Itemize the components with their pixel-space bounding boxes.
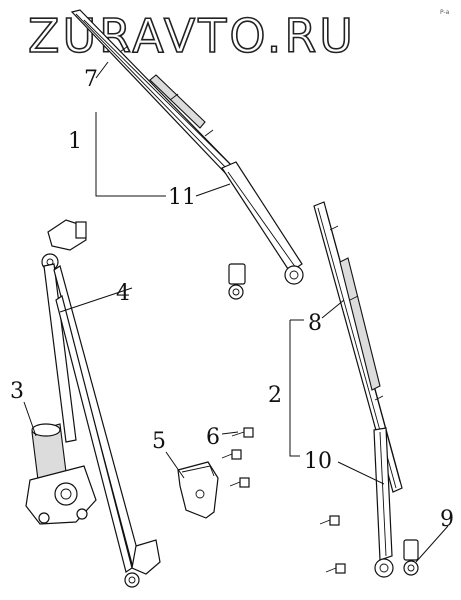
wiper-motor (25, 423, 97, 525)
bolt-set (221, 427, 346, 574)
callout-4: 4 (116, 281, 130, 306)
lower-arm-cap (403, 539, 419, 576)
callout-7: 7 (84, 67, 98, 92)
callout-11: 11 (168, 185, 196, 210)
lower-wiper-arm (373, 427, 394, 578)
callout-2: 2 (268, 383, 282, 408)
callout-9: 9 (440, 507, 454, 532)
callout-1: 1 (68, 129, 82, 154)
leader-lines (23, 61, 449, 563)
callout-5: 5 (152, 429, 166, 454)
callout-6: 6 (206, 425, 220, 450)
callout-10: 10 (304, 449, 332, 474)
callout-3: 3 (10, 379, 24, 404)
corner-mark: P-a (440, 9, 450, 16)
callouts: 1 2 3 4 5 6 7 8 9 10 11 (10, 67, 454, 532)
upper-wiper-blade (70, 9, 239, 179)
wiper-linkage (41, 219, 161, 588)
mounting-bracket (177, 461, 219, 519)
upper-arm-cap (228, 263, 246, 300)
lower-wiper-blade (313, 201, 403, 493)
upper-wiper-arm (221, 161, 304, 285)
callout-8: 8 (308, 311, 322, 336)
